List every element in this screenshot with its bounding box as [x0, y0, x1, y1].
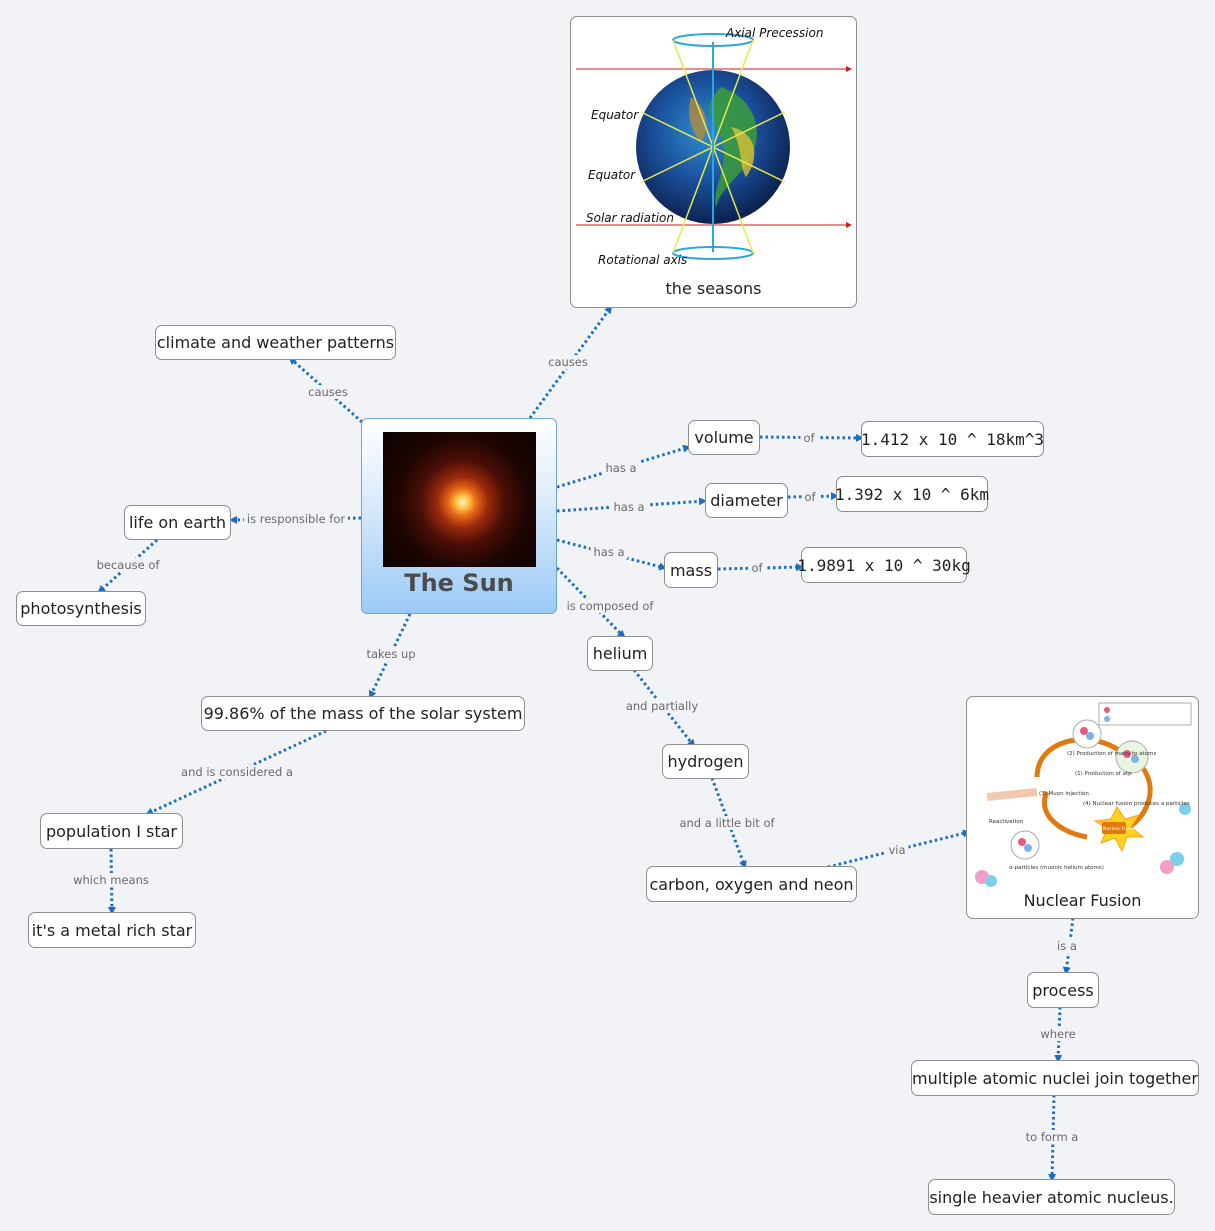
topic-hydrogen[interactable]: hydrogen — [662, 744, 749, 779]
topic-process[interactable]: process — [1027, 972, 1099, 1008]
label-via: via — [885, 843, 909, 857]
seasons-earth-diagram: Axial Precession Equator Equator Solar r… — [576, 26, 852, 267]
label-solar-radiation: Solar radiation — [586, 211, 674, 225]
label-causes-seasons: causes — [545, 355, 591, 369]
fusion-caption: Nuclear Fusion — [1023, 891, 1142, 910]
link-process-join — [1054, 1006, 1063, 1063]
fusion-step-4: (4) Nuclear fusion produces a particles — [1083, 801, 1190, 807]
central-title: The Sun — [404, 569, 514, 597]
label-takes-up: takes up — [363, 647, 419, 661]
label-axial-precession: Axial Precession — [725, 26, 823, 40]
fusion-center-label: Nuclear Fusion — [1103, 826, 1136, 832]
label-and-partially: and partially — [622, 699, 702, 713]
label-has-diameter: has a — [610, 500, 648, 514]
sun-photo — [383, 432, 536, 567]
label-equator-2: Equator — [588, 168, 636, 182]
fusion-step-3: (3) Muon injection — [1039, 791, 1089, 797]
topic-diameter[interactable]: diameter — [705, 483, 788, 518]
value-mass[interactable]: 1.9891 x 10 ^ 30kg — [797, 547, 971, 583]
link-sun-seasons — [528, 305, 613, 419]
label-equator-1: Equator — [591, 108, 639, 122]
topic-heavier-nucleus[interactable]: single heavier atomic nucleus. — [928, 1179, 1175, 1215]
label-of-mass: of — [748, 561, 766, 575]
fusion-cycle-diagram: (2) Production of many tp atoms (1) Prod… — [975, 702, 1192, 887]
label-rotational-axis: Rotational axis — [598, 253, 687, 267]
label-to-form: to form a — [1022, 1130, 1082, 1144]
label-which-means: which means — [70, 873, 152, 887]
label-has-volume: has a — [602, 461, 640, 475]
topic-nuclei-join[interactable]: multiple atomic nuclei join together — [911, 1060, 1199, 1096]
label-where: where — [1037, 1027, 1079, 1041]
link-diameter-value — [787, 492, 839, 501]
topic-volume[interactable]: volume — [688, 420, 760, 455]
fusion-step-1: (1) Production of atp — [1075, 771, 1132, 777]
label-of-diameter: of — [801, 490, 819, 504]
label-is-a: is a — [1054, 939, 1080, 953]
central-topic-the-sun[interactable]: The Sun — [361, 418, 557, 614]
topic-the-seasons[interactable]: Axial Precession Equator Equator Solar r… — [570, 16, 857, 308]
topic-carbon-oxygen-neon[interactable]: carbon, oxygen and neon — [646, 866, 857, 902]
value-volume[interactable]: 1.412 x 10 ^ 18km^3 — [861, 421, 1044, 457]
topic-life-on-earth[interactable]: life on earth — [124, 505, 231, 540]
link-hydrogen-cno — [710, 777, 747, 869]
label-because-of: because of — [93, 558, 163, 572]
topic-population-i-star[interactable]: population I star — [40, 813, 183, 849]
link-sun-volume — [556, 444, 691, 489]
label-little-bit: and a little bit of — [676, 816, 778, 830]
label-considered: and is considered a — [178, 765, 296, 779]
seasons-caption: the seasons — [665, 279, 762, 298]
fusion-reactivation: Reactivation — [989, 819, 1024, 825]
label-responsible: is responsible for — [243, 512, 349, 526]
label-causes-climate: causes — [305, 385, 351, 399]
topic-mass[interactable]: mass — [664, 552, 718, 588]
topic-climate-weather[interactable]: climate and weather patterns — [155, 325, 396, 360]
value-diameter[interactable]: 1.392 x 10 ^ 6km — [835, 476, 989, 512]
topic-nuclear-fusion[interactable]: (2) Production of many tp atoms (1) Prod… — [966, 696, 1199, 919]
label-has-mass: has a — [590, 545, 628, 559]
topic-metal-rich-star[interactable]: it's a metal rich star — [28, 912, 196, 948]
label-composed-of: is composed of — [563, 599, 657, 613]
topic-photosynthesis[interactable]: photosynthesis — [16, 591, 146, 626]
label-of-volume: of — [800, 431, 818, 445]
topic-mass-share[interactable]: 99.86% of the mass of the solar system — [201, 696, 525, 731]
fusion-alpha: α-particles (muonic helium atoms) — [1009, 865, 1104, 871]
topic-helium[interactable]: helium — [587, 636, 653, 671]
fusion-step-2: (2) Production of many tp atoms — [1067, 751, 1156, 757]
